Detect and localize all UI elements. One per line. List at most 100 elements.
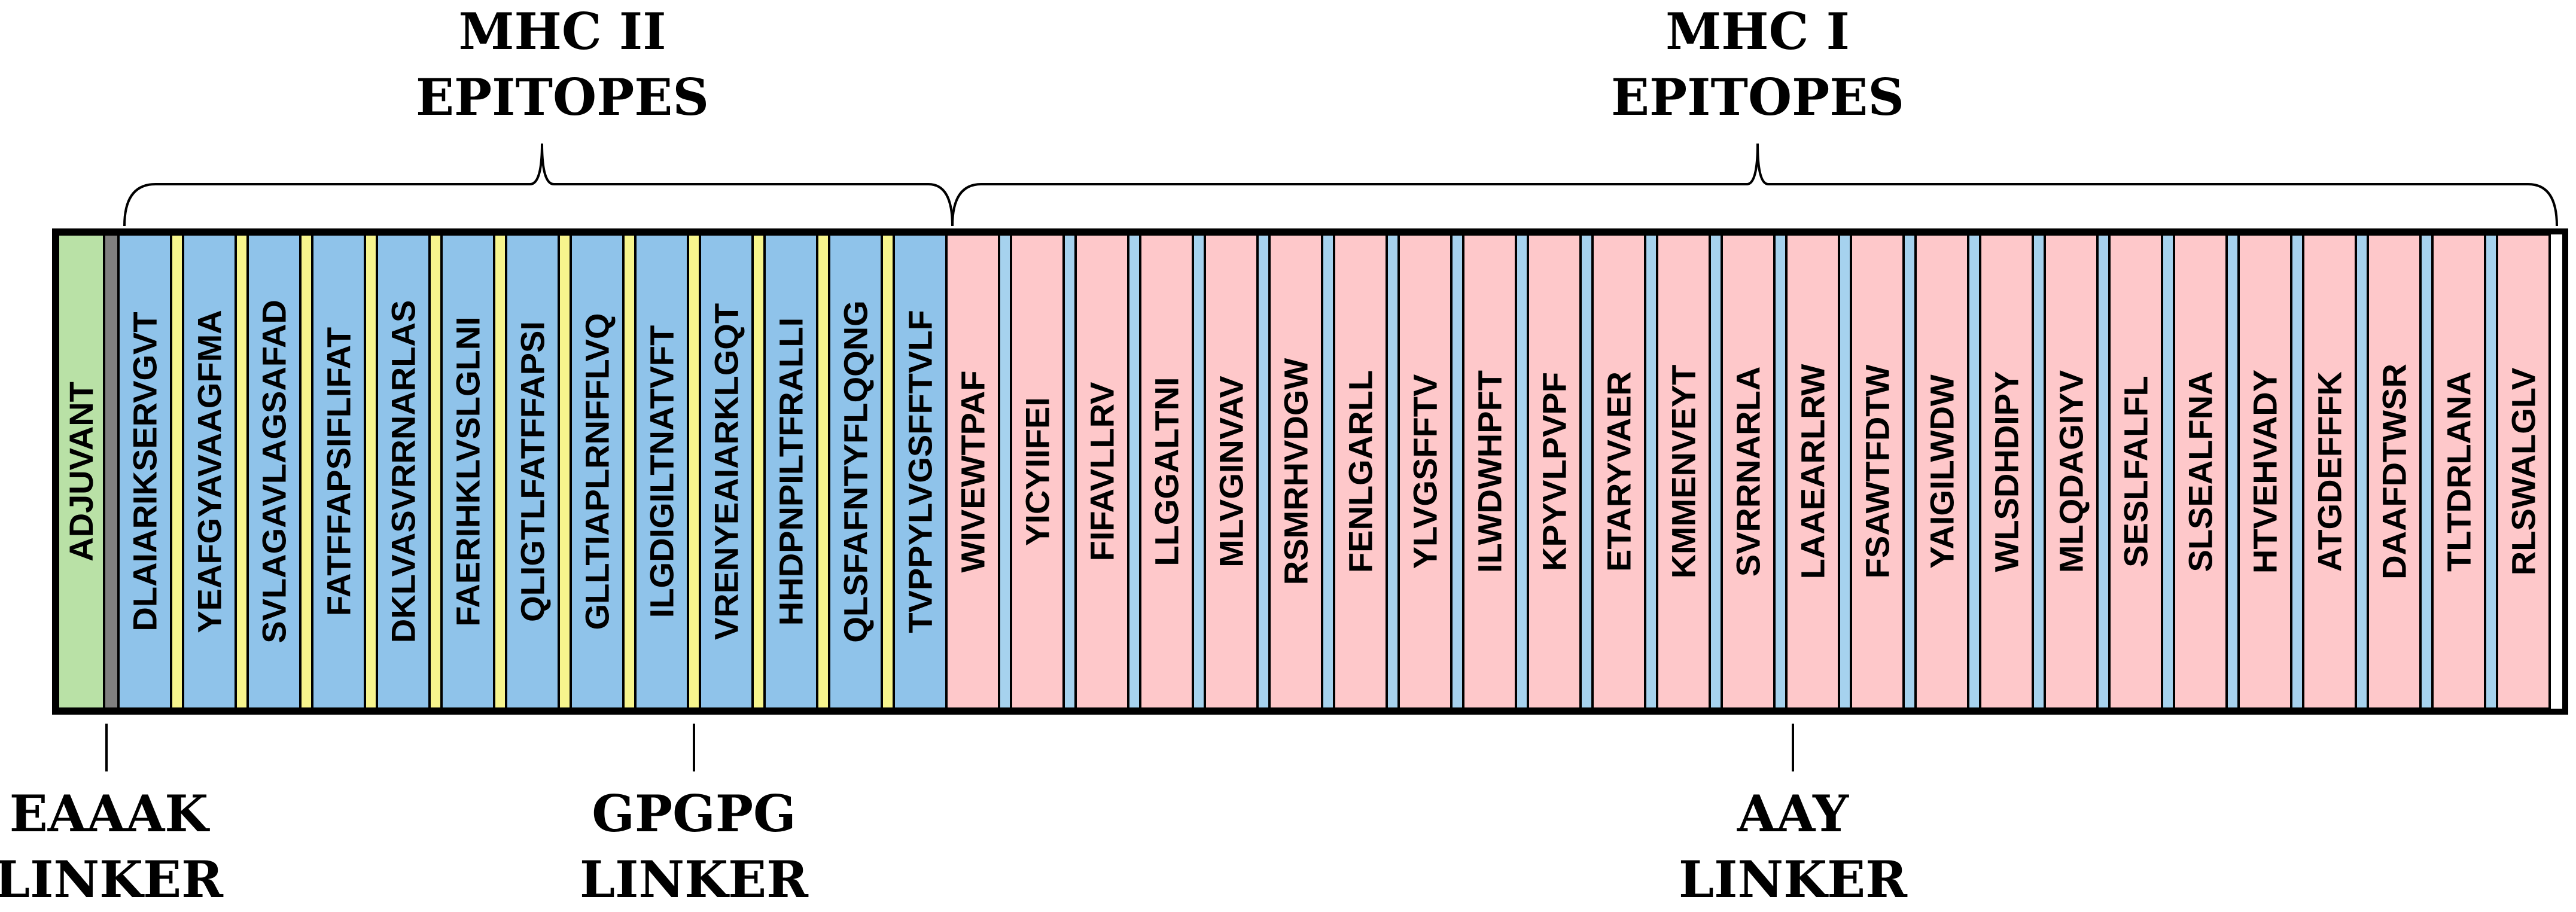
mhc2-epitope-segment (505, 233, 560, 710)
aay-linker-segment (1386, 233, 1400, 710)
mhc2-epitope-label: SVLAGAVLAGSAFAD (255, 300, 293, 643)
mhc2-epitope-label: FATFFAPSIFLIFAT (320, 327, 358, 616)
mhc1-epitope-segment (1462, 233, 1517, 710)
aay-linker-segment (1579, 233, 1594, 710)
gpgpg-linker-segment (493, 233, 507, 710)
mhc2-epitope-segment (634, 233, 689, 710)
construct-segments: ADJUVANT DLAIARIKSERVGVT YEAFGYAVAAGFMA SVL… (57, 233, 2551, 710)
gpgpg-linker-segment (816, 233, 830, 710)
mhc1-epitope-segment (1268, 233, 1323, 710)
mhc2-epitope-label: HHDPNPILTFRALLI (772, 318, 810, 626)
mhc1-epitope-label: WLSDHDIPY (1988, 371, 2026, 572)
aay-linker-segment (1644, 233, 1658, 710)
mhc2-epitope-label: TVPPYLVGSFFTVLF (902, 310, 939, 633)
mhc1-epitope-label: SVRRNARLA (1729, 367, 1767, 577)
aay-linker-segment (1709, 233, 1723, 710)
mhc1-epitope-label: FIFAVLLRV (1083, 382, 1121, 562)
gpgpg-linker-segment (235, 233, 249, 710)
mhc1-epitope-label: LLGGALTNI (1148, 377, 1186, 566)
aay-linker-segment (2161, 233, 2175, 710)
mhc2-epitope-segment (117, 233, 172, 710)
mhc1-group-label-line2: EPITOPES (1611, 68, 1904, 127)
aay-linker-segment (2032, 233, 2046, 710)
mhc2-epitope-segment (763, 233, 818, 710)
mhc1-epitope-label: FENLGARLL (1342, 370, 1380, 573)
aay-linker-segment (2355, 233, 2369, 710)
aay-linker-segment (2484, 233, 2498, 710)
mhc1-epitope-segment (1721, 233, 1776, 710)
aay-linker-segment (2290, 233, 2304, 710)
mhc1-epitope-segment (1850, 233, 1905, 710)
aay-linker-segment (1192, 233, 1206, 710)
aay-linker-segment (1773, 233, 1788, 710)
aay-linker-label-line1: AAY (1737, 784, 1849, 843)
mhc2-group-bracket (123, 143, 954, 227)
mhc2-epitope-label: ILGDIGILTNATVFT (643, 325, 681, 618)
adjuvant-label: ADJUVANT (62, 382, 100, 562)
mhc1-epitope-label: WIVEWTPAF (954, 370, 992, 572)
mhc1-epitope-label: MLVGINVAV (1213, 376, 1250, 567)
gpgpg-linker-segment (881, 233, 895, 710)
aay-linker-segment (1450, 233, 1464, 710)
construct-bar-frame (52, 228, 2568, 715)
mhc1-epitope-label: ATGDEFFFK (2311, 371, 2349, 572)
mhc2-epitope-segment (376, 233, 431, 710)
mhc1-epitope-segment (2302, 233, 2357, 710)
mhc2-epitope-label: DKLVASVRRNARLAS (385, 300, 422, 643)
mhc1-epitope-segment (1333, 233, 1388, 710)
gpgpg-linker-segment (428, 233, 443, 710)
mhc1-epitope-label: ETARYVAER (1600, 371, 1638, 572)
aay-linker-segment (2419, 233, 2434, 710)
aay-linker-segment (1127, 233, 1141, 710)
aay-linker-segment (1967, 233, 1981, 710)
mhc1-epitope-label: TLTDRLANA (2440, 371, 2478, 572)
mhc1-epitope-segment (1785, 233, 1840, 710)
mhc1-epitope-label: LAAEARLRW (1794, 364, 1832, 579)
gpgpg-linker-segment (751, 233, 766, 710)
mhc1-group-bracket (951, 143, 2558, 227)
mhc1-epitope-label: RLSWALGLV (2505, 368, 2542, 575)
mhc1-epitope-label: MLQDAGIYV (2053, 370, 2090, 573)
mhc1-epitope-label: RSMRHVDGW (1277, 358, 1315, 585)
aay-linker-segment (1256, 233, 1271, 710)
mhc1-epitope-segment (1010, 233, 1065, 710)
aay-linker-segment (2225, 233, 2240, 710)
mhc1-epitope-label: KPYVLPVPF (1536, 372, 1573, 571)
mhc2-group-label-line2: EPITOPES (416, 68, 709, 127)
aay-linker-segment (2096, 233, 2111, 710)
gpgpg-linker-segment (364, 233, 378, 710)
mhc1-epitope-label: ILWDWHPFT (1471, 370, 1509, 573)
aay-linker-segment (1515, 233, 1529, 710)
mhc2-epitope-label: DLAIARIKSERVGVT (126, 312, 164, 631)
mhc1-epitope-label: FSAWTFDTW (1859, 365, 1896, 579)
mhc2-epitope-label: QLIGTLFATFFAPSI (514, 321, 552, 622)
mhc1-epitope-segment (1204, 233, 1259, 710)
gpgpg-linker-label-line1: GPGPG (592, 784, 796, 843)
mhc1-epitope-label: SESLFALFL (2117, 376, 2155, 567)
mhc1-epitope-label: KMMENVEYT (1665, 365, 1703, 579)
mhc2-epitope-label: YEAFGYAVAAGFMA (191, 310, 229, 633)
gpgpg-linker-segment (170, 233, 184, 710)
gpgpg-linker-segment (558, 233, 572, 710)
aay-linker-segment (1902, 233, 1917, 710)
aay-linker-segment (1838, 233, 1852, 710)
mhc1-epitope-label: SLSEALFNA (2182, 371, 2219, 572)
eaaak-linker-label-line2: LINKER (0, 850, 224, 909)
mhc1-epitope-segment (1139, 233, 1194, 710)
aay-linker-segment (1062, 233, 1077, 710)
mhc2-group-label-line1: MHC II (458, 2, 666, 61)
gpgpg-linker-segment (622, 233, 637, 710)
gpgpg-linker-segment (687, 233, 701, 710)
aay-linker-label-line2: LINKER (1679, 850, 1908, 909)
gpgpg-linker-segment (299, 233, 313, 710)
mhc2-epitope-label: FAERIHKLVSLGLNI (449, 316, 487, 627)
mhc1-group-label-line1: MHC I (1665, 2, 1850, 61)
aay-linker-segment (998, 233, 1012, 710)
mhc1-epitope-label: DAAFDTWSR (2376, 364, 2413, 579)
gpgpg-linker-label-line2: LINKER (580, 850, 809, 909)
aay-linker-segment (1321, 233, 1335, 710)
mhc2-epitope-label: GLLTIAPLRNFFLVQ (578, 313, 616, 630)
mhc1-epitope-segment (1074, 233, 1129, 710)
mhc1-epitope-label: YICYIIFEI (1019, 397, 1056, 546)
